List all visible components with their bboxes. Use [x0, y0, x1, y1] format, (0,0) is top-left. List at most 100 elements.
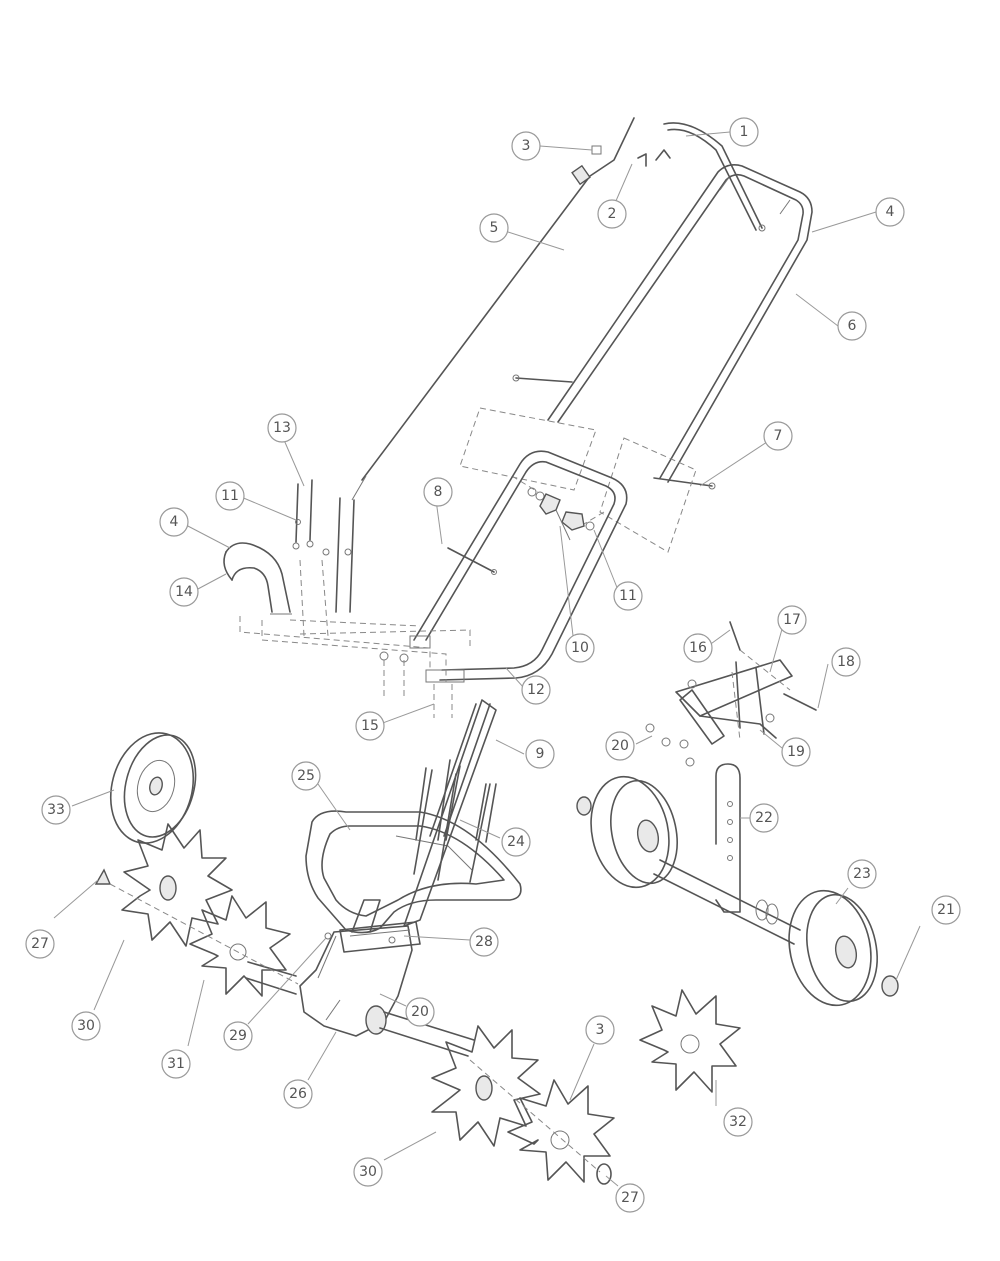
callout-11-left: 11: [215, 481, 245, 511]
wheel-23: [788, 889, 878, 1007]
callout-30-right: 30: [353, 1157, 383, 1187]
svg-text:31: 31: [167, 1056, 185, 1072]
callout-22: 22: [749, 803, 779, 833]
tine-31: [189, 895, 291, 997]
svg-text:6: 6: [848, 318, 857, 334]
svg-text:7: 7: [774, 428, 783, 444]
engine-shroud: [305, 810, 522, 934]
svg-text:27: 27: [31, 936, 49, 952]
tine-clip-27b: [596, 1163, 612, 1185]
svg-text:15: 15: [361, 718, 379, 734]
svg-text:19: 19: [787, 744, 805, 760]
wheel-nut-21: [881, 975, 899, 997]
svg-text:30: 30: [77, 1018, 95, 1034]
wheel-nut-left: [576, 796, 592, 816]
svg-text:27: 27: [621, 1190, 639, 1206]
svg-text:11: 11: [619, 588, 637, 604]
gearbox: [245, 899, 475, 1057]
wheel-axle: [653, 859, 801, 945]
callout-5: 5: [479, 213, 509, 243]
svg-text:4: 4: [886, 204, 895, 220]
svg-text:30: 30: [359, 1164, 377, 1180]
throttle-cable: [351, 117, 635, 501]
callout-12: 12: [521, 675, 551, 705]
tine-3b: [507, 1079, 615, 1183]
svg-text:26: 26: [289, 1086, 307, 1102]
handle-bolts: [512, 374, 716, 490]
svg-text:22: 22: [755, 810, 773, 826]
tine-clip-27a: [94, 868, 112, 885]
svg-text:20: 20: [411, 1004, 429, 1020]
svg-text:4: 4: [170, 514, 179, 530]
callout-31: 31: [161, 1049, 191, 1079]
callout-24: 24: [501, 827, 531, 857]
svg-text:21: 21: [937, 902, 955, 918]
callout-18: 18: [831, 647, 861, 677]
svg-text:5: 5: [490, 220, 499, 236]
callout-10: 10: [565, 633, 595, 663]
wheel-bracket-22: [715, 763, 741, 913]
svg-text:23: 23: [853, 866, 871, 882]
callout-33: 33: [41, 795, 71, 825]
callout-1: 1: [729, 117, 759, 147]
throttle-lever: [655, 122, 766, 232]
callout-32: 32: [723, 1107, 753, 1137]
svg-text:24: 24: [507, 834, 525, 850]
tine-dashed-axes: [109, 883, 601, 1173]
callout-28: 28: [469, 927, 499, 957]
svg-text:25: 25: [297, 768, 315, 784]
tine-32: [639, 989, 741, 1093]
callout-27-right: 27: [615, 1183, 645, 1213]
tine-shaft-frame: [415, 703, 497, 843]
callout-8: 8: [423, 477, 453, 507]
tine-30-left: [121, 823, 233, 947]
callout-9: 9: [525, 739, 555, 769]
depth-bar: [403, 699, 497, 927]
lower-handle: [409, 450, 628, 683]
handle-bracket: [223, 542, 292, 615]
svg-text:33: 33: [47, 802, 65, 818]
callout-14: 14: [169, 577, 199, 607]
svg-text:16: 16: [689, 640, 707, 656]
svg-text:18: 18: [837, 654, 855, 670]
callout-6: 6: [837, 311, 867, 341]
svg-text:29: 29: [229, 1028, 247, 1044]
callout-2: 2: [597, 199, 627, 229]
svg-text:12: 12: [527, 682, 545, 698]
svg-text:14: 14: [175, 584, 193, 600]
svg-text:28: 28: [475, 934, 493, 950]
callout-13: 13: [267, 413, 297, 443]
svg-text:2: 2: [608, 206, 617, 222]
mounting-reference-lines: [459, 407, 697, 553]
callout-16: 16: [683, 633, 713, 663]
callout-29: 29: [223, 1021, 253, 1051]
leader-lines: [53, 131, 921, 1187]
callout-27-left: 27: [25, 929, 55, 959]
bracket-plate: [324, 921, 421, 953]
wheel-front: [590, 775, 678, 889]
bolts-24: [413, 769, 491, 883]
callout-21: 21: [931, 895, 961, 925]
svg-text:11: 11: [221, 488, 239, 504]
svg-text:9: 9: [536, 746, 545, 762]
bolts-13-11: [292, 479, 355, 637]
lower-reference-lines: [239, 616, 471, 718]
wheel-33: [109, 732, 197, 844]
bolt-8: [447, 547, 497, 575]
callout-19: 19: [781, 737, 811, 767]
svg-text:17: 17: [783, 612, 801, 628]
svg-text:3: 3: [522, 138, 531, 154]
callout-25: 25: [291, 761, 321, 791]
callout-7: 7: [763, 421, 793, 451]
transport-bracket: [645, 621, 817, 767]
callout-26: 26: [283, 1079, 313, 1109]
callout-17: 17: [777, 605, 807, 635]
handle-knobs: [527, 487, 595, 541]
callout-4-lower: 4: [159, 507, 189, 537]
svg-text:10: 10: [571, 640, 589, 656]
svg-text:13: 13: [273, 420, 291, 436]
svg-text:20: 20: [611, 738, 629, 754]
callout-3-lower: 3: [585, 1015, 615, 1045]
svg-text:32: 32: [729, 1114, 747, 1130]
callout-11-right: 11: [613, 581, 643, 611]
